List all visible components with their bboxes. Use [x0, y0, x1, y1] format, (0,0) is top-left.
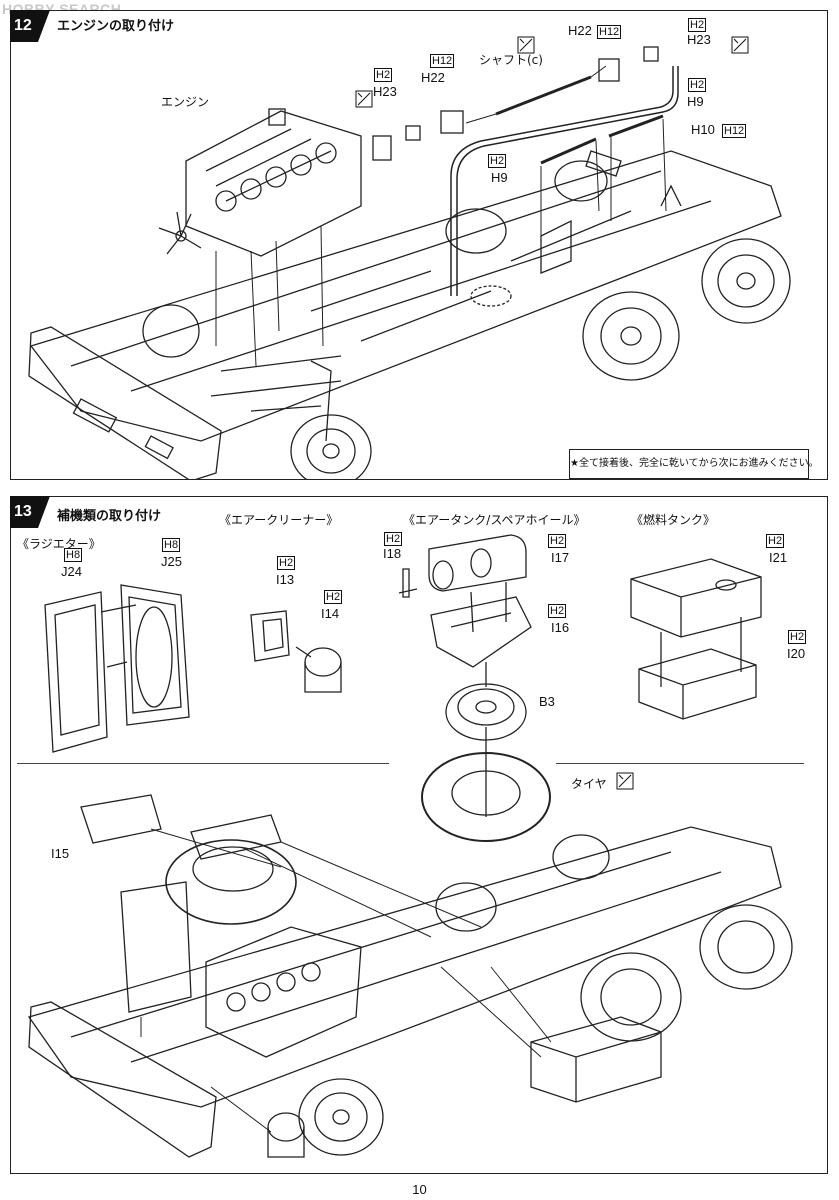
part-label: J24 — [61, 564, 82, 579]
front-wheel — [290, 414, 372, 479]
tire-label: タイヤ — [571, 777, 607, 791]
sprue-label: H8 — [162, 538, 181, 552]
sprue-label: H2 — [766, 534, 785, 548]
radiator-j24 — [44, 591, 108, 753]
part-label: I13 — [276, 572, 295, 587]
assembly-note: ★全て接着後、完全に乾いてから次にお進みください。 — [569, 449, 819, 479]
step-13-panel: 13 補機類の取り付け 《ラジエター》 《エアークリーナー》 《エアータンク/ス… — [10, 496, 828, 1174]
h22-top-joint — [598, 58, 620, 82]
sprue-label: H2 — [548, 604, 567, 618]
sprue-label: H2 — [324, 590, 343, 604]
sprue-label: H2 — [384, 532, 403, 546]
sprue-label: H2 — [688, 78, 707, 92]
sprue-label: H2 — [788, 630, 807, 644]
air-tank-i17 — [428, 534, 527, 592]
part-label: I16 — [551, 620, 570, 635]
engine-assembly-diagram — [28, 36, 791, 479]
part-label: H9 — [687, 94, 704, 109]
part-label: H22 — [568, 23, 592, 38]
air-cleaner-i13 — [250, 610, 290, 662]
fuel-tank-mounted — [530, 1016, 662, 1103]
glue-icon — [616, 772, 634, 790]
battery-i15 — [80, 794, 162, 844]
step-title: エンジンの取り付け — [57, 19, 175, 34]
rear-wheel-1 — [582, 291, 680, 381]
section-radiator: 《ラジエター》 — [17, 537, 101, 551]
part-label: H23 — [373, 84, 397, 99]
part-label: I21 — [769, 550, 788, 565]
step-number-badge — [10, 496, 50, 528]
fuel-tank-i21 — [630, 558, 762, 638]
step-12-panel: 12 エンジンの取り付け — [10, 10, 828, 480]
step-number-badge — [10, 10, 50, 42]
sprue-label: H2 — [277, 556, 296, 570]
divider — [17, 763, 389, 764]
step-number: 13 — [14, 503, 32, 520]
chassis-frame — [29, 150, 782, 442]
engine-fan — [158, 211, 202, 255]
page-number: 10 — [412, 1182, 427, 1197]
glue-icon — [355, 36, 749, 108]
section-fuel-tank: 《燃料タンク》 — [631, 513, 716, 527]
drive-shaft — [495, 75, 592, 116]
chassis-frame — [27, 826, 782, 1108]
step-number: 12 — [14, 17, 32, 34]
sprue-label: H2 — [374, 68, 393, 82]
air-tank-bracket-i16 — [430, 596, 532, 668]
engine-block — [185, 110, 362, 257]
sprue-label: H2 — [688, 18, 707, 32]
front-wheel — [298, 1078, 384, 1156]
air-cleaner-i14 — [304, 647, 342, 677]
radiator-mounted — [120, 881, 192, 1013]
step-title: 補機類の取り付け — [57, 509, 162, 524]
part-label: H10 — [691, 122, 715, 137]
accessories-assembly-diagram — [27, 534, 793, 1158]
part-label: I20 — [787, 646, 806, 661]
section-air-cleaner: 《エアークリーナー》 — [219, 513, 339, 527]
shaft-label: シャフト(c) — [479, 53, 543, 67]
sprue-label: H12 — [597, 25, 622, 39]
divider — [556, 763, 804, 764]
rear-wheel-2 — [699, 904, 793, 990]
rear-wheel-2 — [701, 238, 791, 324]
part-label: H22 — [421, 70, 445, 85]
sprue-label: H12 — [722, 124, 747, 138]
sprue-label: H8 — [64, 548, 83, 562]
part-label: H9 — [491, 170, 508, 185]
part-label: I14 — [321, 606, 340, 621]
radiator-j25 — [120, 584, 190, 726]
section-air-tank: 《エアータンク/スペアホイール》 — [403, 513, 586, 527]
sprue-label: H2 — [488, 154, 507, 168]
part-i18 — [402, 568, 410, 598]
sprue-label: H12 — [430, 54, 455, 68]
part-label: J25 — [161, 554, 182, 569]
sprue-label: H2 — [548, 534, 567, 548]
front-bumper — [28, 326, 222, 479]
part-label: I15 — [51, 846, 70, 861]
part-label: H23 — [687, 32, 711, 47]
engine-block — [205, 926, 362, 1058]
part-label: I17 — [551, 550, 570, 565]
part-label: B3 — [539, 694, 555, 709]
rear-wheel-1 — [580, 952, 682, 1042]
engine-label: エンジン — [161, 95, 210, 109]
front-bumper — [28, 1001, 217, 1158]
part-label: I18 — [383, 546, 402, 561]
fuel-tank-bracket-i20 — [638, 648, 757, 720]
